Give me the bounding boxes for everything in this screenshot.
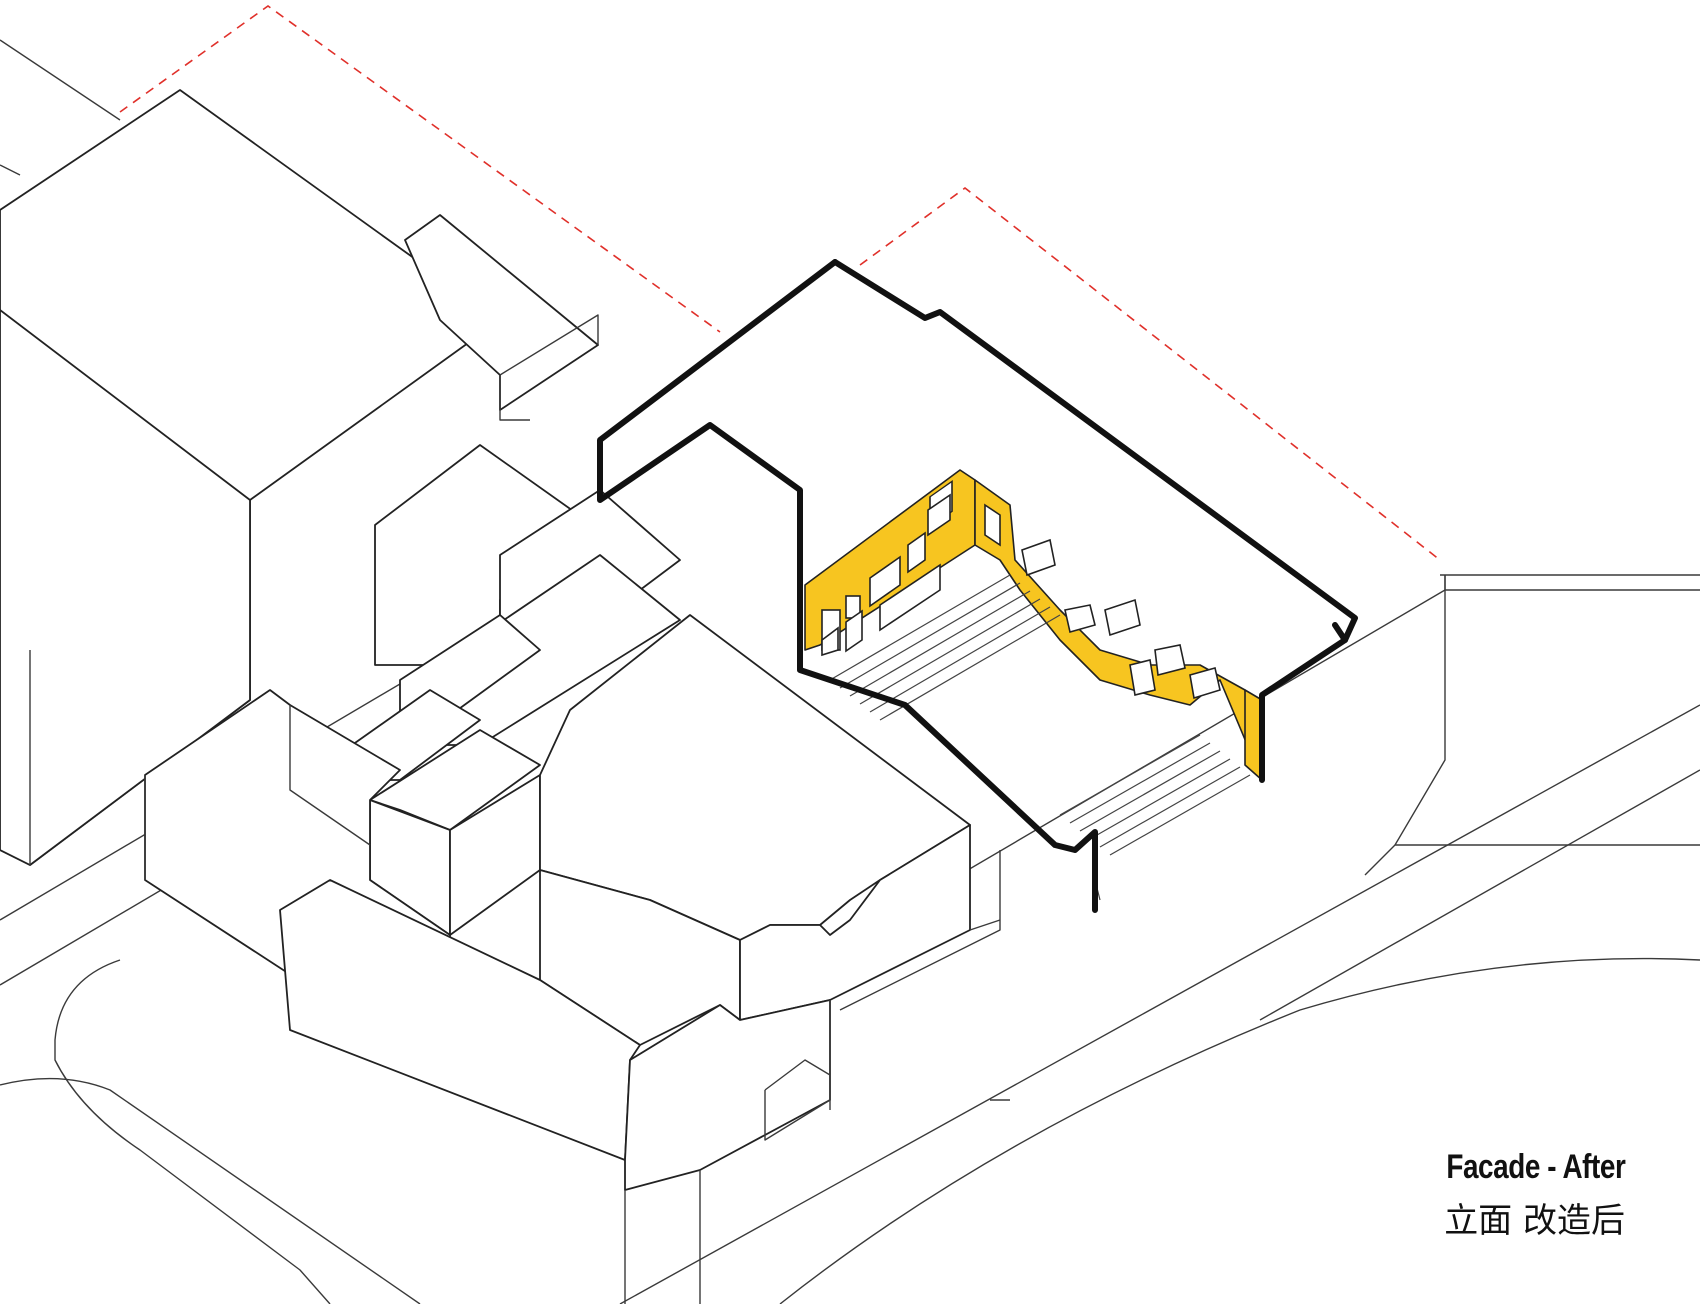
stairs-upper <box>829 574 1061 721</box>
building-block-front-large <box>279 614 1001 1304</box>
building-block-left-large <box>0 39 501 866</box>
stairs-lower <box>1059 734 1251 901</box>
caption-title-en: Facade - After <box>1445 1148 1626 1186</box>
caption-title-zh: 立面 改造后 <box>1444 1201 1625 1241</box>
site-boundary-dashed <box>119 5 1441 561</box>
diagram-caption: Facade - After 立面 改造后 <box>1407 1148 1625 1242</box>
building-block-middle <box>144 444 681 1021</box>
renovated-facade-yellow <box>804 469 1263 781</box>
building-block-back-small <box>404 214 599 421</box>
renovated-building-outline <box>597 259 1358 913</box>
